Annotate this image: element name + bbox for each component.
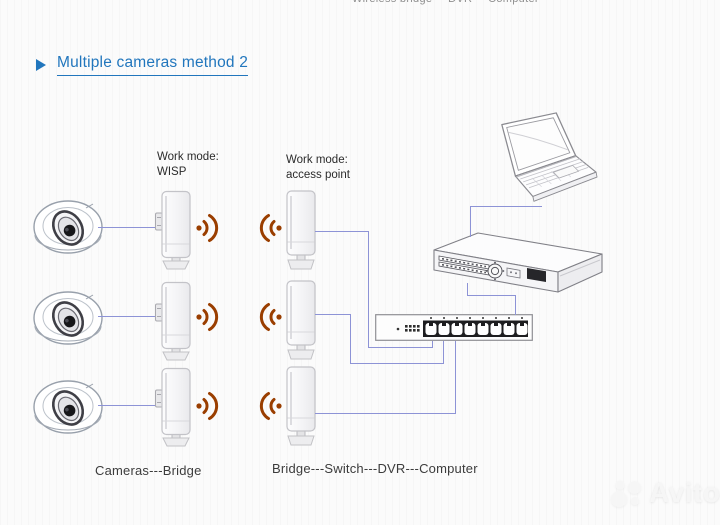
cable-camera1-bridge1 bbox=[98, 227, 160, 228]
cable-ap2-seg4 bbox=[443, 341, 444, 364]
bullet-triangle-icon bbox=[36, 58, 46, 71]
wisp-mode-line2: WISP bbox=[157, 166, 187, 178]
cable-dvr-switch-seg3 bbox=[515, 295, 516, 315]
cable-dvr-switch-seg1 bbox=[467, 283, 468, 296]
wisp-bridge-3-icon bbox=[152, 363, 198, 449]
caption-bridge-switch-dvr-computer: Bridge---Switch---DVR---Computer bbox=[272, 461, 478, 476]
cable-laptop-dvr-seg2 bbox=[470, 206, 471, 237]
avito-watermark: Avito bbox=[610, 476, 720, 510]
wisp-mode-label: Work mode: WISP bbox=[157, 150, 219, 180]
cable-dvr-switch-seg2 bbox=[467, 295, 516, 296]
access-point-mode-line1: Work mode: bbox=[286, 154, 348, 166]
access-point-mode-line2: access point bbox=[286, 169, 350, 181]
cable-ap1-seg3 bbox=[368, 347, 433, 348]
cable-ap1-seg2 bbox=[368, 231, 369, 348]
ap-bridge-2-icon bbox=[279, 277, 325, 363]
cable-ap3-seg1 bbox=[315, 413, 456, 414]
wifi-signal-right-2-icon bbox=[194, 300, 224, 334]
wisp-bridge-2-icon bbox=[152, 277, 198, 363]
dome-camera-1-icon bbox=[30, 197, 106, 259]
section-title-text: Multiple cameras method 2 bbox=[57, 54, 249, 76]
caption-cameras-bridge: Cameras---Bridge bbox=[95, 463, 202, 478]
cable-camera3-bridge3 bbox=[98, 405, 160, 406]
wifi-signal-right-1-icon bbox=[194, 211, 224, 245]
laptop-icon bbox=[486, 111, 608, 213]
access-point-mode-label: Work mode: access point bbox=[286, 153, 350, 183]
wisp-bridge-1-icon bbox=[152, 186, 198, 272]
avito-watermark-text: Avito bbox=[649, 477, 720, 508]
ap-bridge-1-icon bbox=[279, 187, 325, 273]
ap-bridge-3-icon bbox=[279, 363, 325, 449]
cable-ap1-seg4 bbox=[432, 341, 433, 348]
cable-ap1-seg1 bbox=[315, 231, 369, 232]
network-switch-icon bbox=[375, 314, 533, 341]
dome-camera-2-icon bbox=[30, 288, 106, 350]
cable-camera2-bridge2 bbox=[98, 316, 160, 317]
top-cut-caption: Wireless bridge----DVR----Computer bbox=[352, 0, 539, 5]
wifi-signal-right-3-icon bbox=[194, 389, 224, 423]
dvr-icon bbox=[432, 210, 604, 294]
cable-laptop-dvr-seg1 bbox=[470, 206, 542, 207]
cable-ap2-seg1 bbox=[315, 314, 351, 315]
cable-ap3-seg2 bbox=[455, 341, 456, 414]
cable-ap2-seg3 bbox=[350, 363, 444, 364]
section-title: Multiple cameras method 2 bbox=[36, 54, 249, 76]
cable-ap2-seg2 bbox=[350, 314, 351, 364]
wisp-mode-line1: Work mode: bbox=[157, 151, 219, 163]
dome-camera-3-icon bbox=[30, 377, 106, 439]
avito-logo-icon bbox=[610, 476, 644, 510]
